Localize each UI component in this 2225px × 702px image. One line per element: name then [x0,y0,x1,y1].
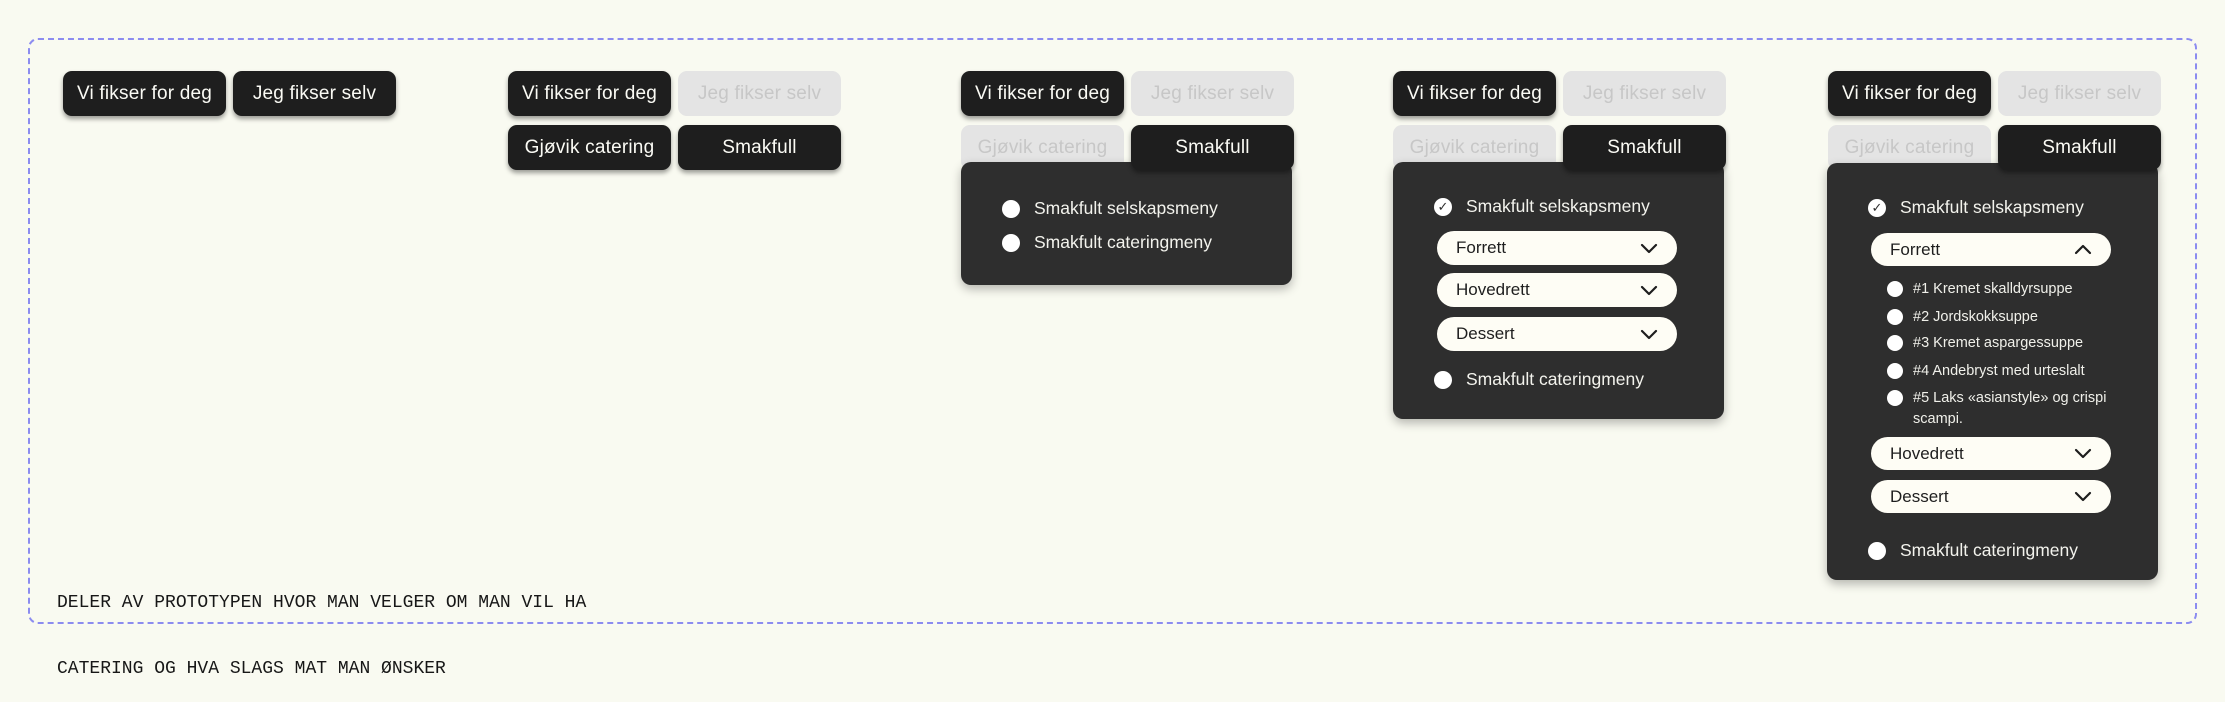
vi-fikser-button[interactable]: Vi fikser for deg [961,71,1124,116]
forrett-option-label: #3 Kremet aspargessuppe [1913,335,2084,351]
radio-unchecked-icon[interactable] [1887,309,1903,325]
stage5-row2: Gjøvik catering Smakfull [1828,125,2161,170]
forrett-select-expanded[interactable]: Forrett [1871,233,2111,266]
cateringmeny-radio-label: Smakfult cateringmeny [1900,540,2078,560]
hovedrett-select[interactable]: Hovedrett [1871,437,2111,470]
radio-unchecked-icon[interactable] [1434,370,1452,389]
forrett-option-label: #1 Kremet skalldyrsuppe [1913,281,2073,297]
smakfull-menu-panel: ✓ Smakfult selskapsmeny Forrett Hovedret… [1393,162,1724,419]
radio-unchecked-icon[interactable] [1887,390,1903,406]
forrett-option-5[interactable]: #5 Laks «asianstyle» og crispi scampi. [1887,388,2112,430]
cateringmeny-radio-row[interactable]: Smakfult cateringmeny [1002,232,1212,253]
stage3-row2: Gjøvik catering Smakfull [961,125,1294,170]
forrett-option-4[interactable]: #4 Andebryst med urteslalt [1887,361,2137,382]
radio-unchecked-icon[interactable] [1887,335,1903,351]
cateringmeny-radio-label: Smakfult cateringmeny [1466,369,1644,389]
smakfull-menu-panel: ✓ Smakfult selskapsmeny Forrett #1 Kreme… [1827,163,2158,580]
chevron-down-icon [1640,243,1658,254]
vi-fikser-button[interactable]: Vi fikser for deg [508,71,671,116]
hovedrett-select-label: Hovedrett [1456,280,1530,299]
forrett-option-label: #5 Laks «asianstyle» og crispi scampi. [1913,390,2107,427]
dessert-select-label: Dessert [1890,486,1949,506]
radio-unchecked-icon[interactable] [1002,199,1020,218]
jeg-fikser-button[interactable]: Jeg fikser selv [1131,71,1294,116]
chevron-up-icon [2074,244,2092,255]
stage1-row1: Vi fikser for deg Jeg fikser selv [63,71,396,116]
radio-checked-icon[interactable]: ✓ [1868,198,1886,217]
chevron-down-icon [2074,491,2092,502]
chevron-down-icon [1640,329,1658,340]
vi-fikser-button[interactable]: Vi fikser for deg [1828,71,1991,116]
vi-fikser-button[interactable]: Vi fikser for deg [1393,71,1556,116]
hovedrett-select[interactable]: Hovedrett [1437,273,1677,307]
forrett-option-3[interactable]: #3 Kremet aspargessuppe [1887,333,2137,354]
chevron-down-icon [2074,448,2092,459]
smakfull-button[interactable]: Smakfull [1998,125,2161,170]
selskapsmeny-radio-label: Smakfult selskapsmeny [1466,196,1650,216]
radio-unchecked-icon[interactable] [1887,281,1903,297]
forrett-option-2[interactable]: #2 Jordskokksuppe [1887,307,2137,328]
smakfull-button[interactable]: Smakfull [1131,125,1294,170]
dessert-select-label: Dessert [1456,324,1515,343]
forrett-select-label: Forrett [1456,238,1507,257]
radio-checked-icon[interactable]: ✓ [1434,197,1452,216]
cateringmeny-radio-row[interactable]: Smakfult cateringmeny [1434,369,1644,390]
selskapsmeny-radio-row[interactable]: ✓ Smakfult selskapsmeny [1434,196,1650,217]
jeg-fikser-button[interactable]: Jeg fikser selv [1563,71,1726,116]
forrett-option-label: #4 Andebryst med urteslalt [1913,363,2085,379]
radio-unchecked-icon[interactable] [1002,233,1020,252]
selskapsmeny-radio-label: Smakfult selskapsmeny [1900,197,2084,217]
gjovik-catering-button[interactable]: Gjøvik catering [1828,125,1991,170]
gjovik-catering-button[interactable]: Gjøvik catering [508,125,671,170]
forrett-select[interactable]: Forrett [1437,231,1677,265]
jeg-fikser-button[interactable]: Jeg fikser selv [678,71,841,116]
cateringmeny-radio-row[interactable]: Smakfult cateringmeny [1868,540,2078,561]
vi-fikser-button[interactable]: Vi fikser for deg [63,71,226,116]
smakfull-menu-panel: Smakfult selskapsmeny Smakfult cateringm… [961,162,1292,285]
stage2-row2: Gjøvik catering Smakfull [508,125,841,170]
forrett-option-label: #2 Jordskokksuppe [1913,309,2038,325]
jeg-fikser-button[interactable]: Jeg fikser selv [1998,71,2161,116]
jeg-fikser-button[interactable]: Jeg fikser selv [233,71,396,116]
caption: DELER AV PROTOTYPEN HVOR MAN VELGER OM M… [57,548,586,702]
selskapsmeny-radio-row[interactable]: ✓ Smakfult selskapsmeny [1868,197,2084,218]
stage5-row1: Vi fikser for deg Jeg fikser selv [1828,71,2161,116]
caption-line-2: CATERING OG HVA SLAGS MAT MAN ØNSKER [57,659,446,679]
hovedrett-select-label: Hovedrett [1890,443,1964,463]
forrett-option-1[interactable]: #1 Kremet skalldyrsuppe [1887,279,2137,300]
forrett-select-label: Forrett [1890,239,1941,259]
stage2-row1: Vi fikser for deg Jeg fikser selv [508,71,841,116]
caption-line-1: DELER AV PROTOTYPEN HVOR MAN VELGER OM M… [57,593,587,613]
smakfull-button[interactable]: Smakfull [1563,125,1726,170]
chevron-down-icon [1640,285,1658,296]
radio-unchecked-icon[interactable] [1868,541,1886,560]
cateringmeny-radio-label: Smakfult cateringmeny [1034,232,1212,252]
dessert-select[interactable]: Dessert [1437,317,1677,351]
selskapsmeny-radio-label: Smakfult selskapsmeny [1034,198,1218,218]
stage3-row1: Vi fikser for deg Jeg fikser selv [961,71,1294,116]
selskapsmeny-radio-row[interactable]: Smakfult selskapsmeny [1002,198,1218,219]
radio-unchecked-icon[interactable] [1887,363,1903,379]
stage4-row1: Vi fikser for deg Jeg fikser selv [1393,71,1726,116]
smakfull-button[interactable]: Smakfull [678,125,841,170]
dessert-select[interactable]: Dessert [1871,480,2111,513]
